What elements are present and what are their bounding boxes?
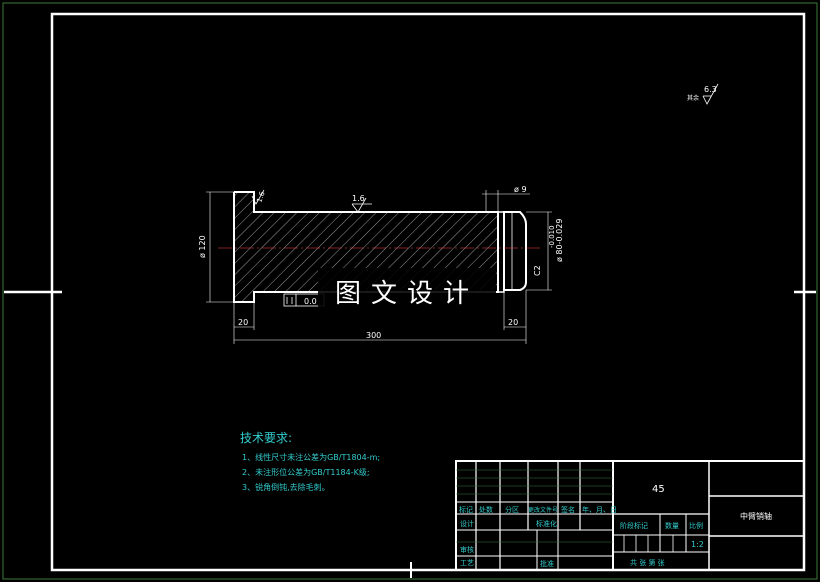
roughness-symbol-body [351, 197, 367, 213]
material-value: 45 [652, 484, 665, 495]
label-stage-mark: 阶段标记 [620, 521, 648, 530]
label-scale: 比例 [689, 521, 703, 530]
roughness-flange-value: 1.6 [255, 190, 267, 204]
label-process: 工艺 [460, 559, 474, 567]
tech-req-item-2: 2、未注形位公差为GB/T1184-K级; [242, 467, 370, 477]
label-weight: 数量 [665, 521, 679, 530]
watermark-text: 图文设计 [318, 268, 496, 314]
label-design: 设计 [460, 519, 474, 528]
dim-20-right: 20 [508, 318, 518, 327]
header-mark: 标记 [459, 505, 473, 514]
roughness-other-symbol [702, 83, 719, 105]
geom-tol-value: 0.0 [304, 297, 317, 306]
part-name: 中臂销轴 [740, 511, 772, 521]
label-standard: 标准化 [536, 519, 557, 528]
label-approve: 批准 [540, 559, 554, 568]
header-date: 年、月、日 [582, 505, 617, 514]
label-review: 审核 [460, 545, 474, 554]
dim-d9: ø 9 [514, 185, 527, 194]
scale-value: 1:2 [691, 540, 704, 549]
roughness-other-label: 其余 [687, 94, 699, 102]
header-count: 处数 [479, 505, 493, 514]
roughness-other-value: 6.3 [704, 85, 717, 94]
header-sign: 签名 [561, 505, 575, 514]
roughness-symbol-flange [251, 189, 265, 205]
tech-req-title: 技术要求: [240, 431, 292, 445]
dim-c2: C2 [533, 265, 542, 276]
dim-300: 300 [366, 331, 381, 340]
title-block [455, 460, 805, 571]
dim-d80: ø 80-0.029 [555, 219, 564, 262]
roughness-body-value: 1.6 [352, 194, 365, 203]
tech-req-item-1: 1、线性尺寸未注公差为GB/T1804-m; [242, 452, 380, 462]
header-doc: 更改文件号 [528, 506, 558, 514]
dim-20-left: 20 [238, 318, 248, 327]
label-sheets: 共 张 第 张 [630, 558, 665, 567]
dim-d120: ø 120 [198, 235, 207, 258]
tech-req-item-3: 3、锐角倒钝,去除毛刺。 [242, 482, 330, 492]
dim-d80-tol: -0.010 [548, 225, 556, 248]
header-zone: 分区 [505, 505, 519, 514]
